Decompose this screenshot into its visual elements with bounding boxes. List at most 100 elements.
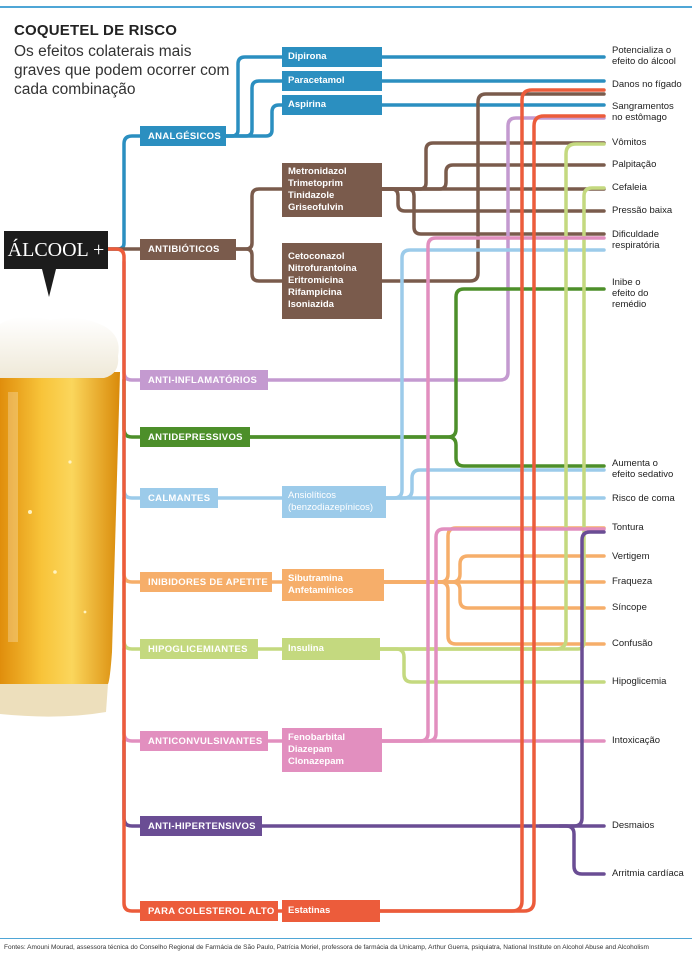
drug-group-antibioticos-1: Metronidazol Trimetoprim Tinidazole Gris… [282, 163, 382, 217]
effect-line: Inibe o [612, 277, 641, 288]
effect-vertigem: Vertigem [612, 551, 650, 562]
drug-label: Griseofulvin [288, 202, 344, 213]
antihipertensivos-lines [122, 530, 606, 876]
category-hipoglicemiantes: HIPOGLICEMIANTES [140, 639, 258, 659]
effect-desmaios: Desmaios [612, 820, 654, 831]
effect-line: Vômitos [612, 137, 647, 148]
effect-line: Fraqueza [612, 576, 653, 587]
drug-label: Clonazepam [288, 756, 344, 767]
effect-arritmia: Arritmia cardíaca [612, 868, 684, 879]
effect-line: Intoxicação [612, 735, 661, 746]
effect-line: Aumenta o [612, 458, 658, 469]
hipoglicemiantes-lines [122, 142, 606, 684]
effect-line: Palpitação [612, 159, 657, 170]
colesterol-lines [106, 88, 606, 913]
drug-label: Ansiolíticos [288, 490, 337, 501]
drug-label: (benzodiazepínicos) [288, 502, 374, 513]
category-colesterol-alto: PARA COLESTEROL ALTO [140, 901, 278, 921]
effect-sincope: Síncope [612, 602, 647, 613]
calmantes-lines [122, 248, 606, 500]
effect-hipoglicemia: Hipoglicemia [612, 676, 666, 687]
effect-risco-coma: Risco de coma [612, 493, 675, 504]
drug-label: Insulina [288, 643, 324, 654]
effect-tontura: Tontura [612, 522, 644, 533]
effect-line: Potencializa o [612, 45, 672, 56]
analgesicos-lines [106, 55, 606, 251]
page-subtitle: Os efeitos colaterais mais graves que po… [14, 43, 230, 98]
effect-line: Desmaios [612, 820, 655, 831]
page-title: COQUETEL DE RISCO [14, 22, 178, 39]
bottom-rule [0, 938, 692, 939]
drug-label: Nitrofurantoína [288, 263, 357, 274]
drug-label: Tinidazole [288, 190, 335, 201]
drug-label: Eritromicina [288, 275, 344, 286]
effect-line: efeito do [612, 288, 649, 299]
alcool-callout-tail [42, 269, 56, 297]
drug-group-antibioticos-2: Cetoconazol Nitrofurantoína Eritromicina… [282, 243, 382, 319]
category-inibidores-de-apetite: INIBIDORES DE APETITE [140, 572, 272, 592]
category-antibioticos: ANTIBIÓTICOS [140, 239, 236, 260]
category-antihipertensivos: ANTI-HIPERTENSIVOS [140, 816, 262, 836]
effect-line: respiratória [612, 240, 660, 251]
effect-line: Dificuldade [612, 229, 659, 240]
category-calmantes: CALMANTES [140, 488, 218, 508]
effect-fraqueza: Fraqueza [612, 576, 652, 587]
effect-line: Tontura [612, 522, 644, 533]
effect-line: remédio [612, 299, 647, 310]
drug-group-inibidores: Sibutramina Anfetamínicos [282, 569, 384, 601]
effect-vomitos: Vômitos [612, 137, 646, 148]
effect-cefaleia: Cefaleia [612, 182, 647, 193]
effect-line: efeito sedativo [612, 469, 674, 480]
drug-dipirona: Dipirona [282, 47, 382, 67]
drug-label: Estatinas [288, 905, 331, 916]
drug-label: Dipirona [288, 51, 327, 62]
drug-label: Paracetamol [288, 75, 345, 86]
effect-intoxicacao: Intoxicação [612, 735, 660, 746]
effect-line: Arritmia cardíaca [612, 868, 684, 879]
drug-label: Fenobarbital [288, 732, 346, 743]
drug-label: Sibutramina [288, 573, 343, 584]
effect-line: efeito do álcool [612, 56, 676, 67]
effect-line: Cefaleia [612, 182, 647, 193]
drug-estatinas: Estatinas [282, 900, 380, 922]
drug-group-calmantes: Ansiolíticos (benzodiazepínicos) [282, 486, 386, 518]
drug-label: Diazepam [288, 744, 333, 755]
alcool-label: ÁLCOOL + [4, 231, 108, 269]
effect-line: Danos no fígado [612, 79, 682, 90]
effect-pressao-baixa: Pressão baixa [612, 205, 672, 216]
drug-paracetamol: Paracetamol [282, 71, 382, 91]
drug-label: Aspirina [288, 99, 327, 110]
drug-label: Isoniazida [288, 299, 334, 310]
drug-insulina: Insulina [282, 638, 380, 660]
effect-line: Pressão baixa [612, 205, 673, 216]
category-analgesicos: ANALGÉSICOS [140, 126, 226, 146]
drug-label: Rifampicina [288, 287, 342, 298]
beer-glass-illustration [0, 316, 120, 717]
effect-line: no estômago [612, 112, 667, 123]
category-antiinflamatorios: ANTI-INFLAMATÓRIOS [140, 370, 268, 390]
effect-line: Hipoglicemia [612, 676, 667, 687]
category-anticonvulsivantes: ANTICONVULSIVANTES [140, 731, 268, 751]
source-note: Fontes: Amouni Mourad, assessora técnica… [4, 944, 649, 951]
effect-confusao: Confusão [612, 638, 653, 649]
drug-aspirina: Aspirina [282, 95, 382, 115]
antibioticos-lines [106, 92, 606, 283]
effect-line: Sangramentos [612, 101, 674, 112]
drug-label: Metronidazol [288, 166, 347, 177]
drug-label: Cetoconazol [288, 251, 345, 262]
effect-palpitacao: Palpitação [612, 159, 656, 170]
drug-group-anticonvulsivantes: Fenobarbital Diazepam Clonazepam [282, 728, 382, 772]
effect-line: Vertigem [612, 551, 650, 562]
drug-label: Trimetoprim [288, 178, 343, 189]
category-antidepressivos: ANTIDEPRESSIVOS [140, 427, 250, 447]
effect-line: Síncope [612, 602, 647, 613]
effect-line: Risco de coma [612, 493, 675, 504]
effect-line: Confusão [612, 638, 653, 649]
top-rule [0, 6, 692, 8]
